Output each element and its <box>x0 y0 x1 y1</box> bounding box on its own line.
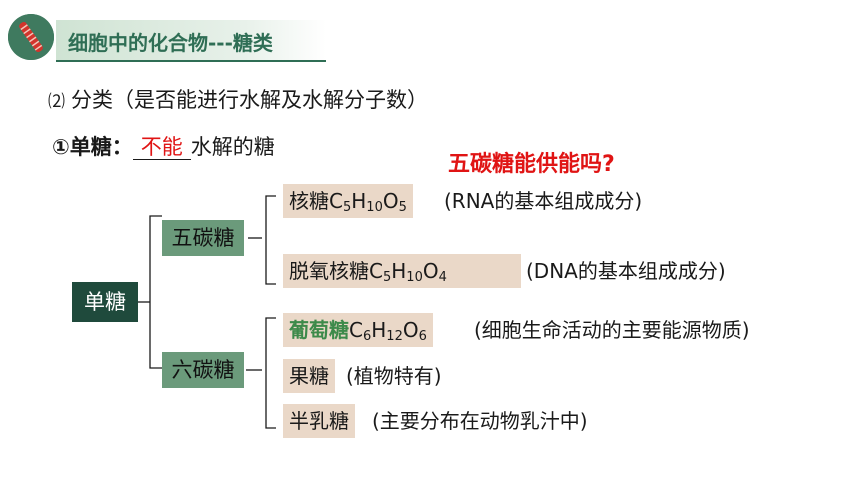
page-title: 细胞中的化合物---糖类 <box>68 31 273 55</box>
ribose-note: (RNA的基本组成成分) <box>444 189 643 213</box>
monosaccharide-definition: ①单糖：不能水解的糖 <box>52 131 275 161</box>
deoxyribose-name: 脱氧核糖 <box>289 259 369 283</box>
galactose-box: 半乳糖 <box>283 404 355 438</box>
ribose-name: 核糖 <box>289 189 329 213</box>
fructose-note: (植物特有) <box>346 364 442 388</box>
question-text: 五碳糖能供能吗? <box>448 152 615 177</box>
dna-logo-icon <box>8 14 54 60</box>
header-underline <box>56 60 326 62</box>
deoxyribose-box: 脱氧核糖C5H10O4 <box>283 254 521 288</box>
fill-blank-answer: 不能 <box>132 135 191 160</box>
monosaccharide-label: ①单糖： <box>52 135 133 159</box>
pentose-box: 五碳糖 <box>162 220 244 256</box>
deoxyribose-note: (DNA的基本组成成分) <box>526 259 726 283</box>
ribose-box: 核糖C5H10O5 <box>283 184 413 218</box>
subtitle-number: ⑵ <box>48 92 65 112</box>
galactose-note: (主要分布在动物乳汁中) <box>372 409 588 433</box>
glucose-name: 葡萄糖 <box>289 318 349 342</box>
header-bar <box>56 20 326 60</box>
subtitle-text: 分类（是否能进行水解及水解分子数） <box>71 88 428 112</box>
fructose-box: 果糖 <box>283 359 335 393</box>
glucose-box: 葡萄糖C6H12O6 <box>283 313 433 347</box>
glucose-formula: C6H12O6 <box>349 318 427 344</box>
hexose-box: 六碳糖 <box>162 352 244 388</box>
root-monosaccharide-box: 单糖 <box>72 282 138 322</box>
section-subtitle: ⑵ 分类（是否能进行水解及水解分子数） <box>48 84 428 114</box>
glucose-note: (细胞生命活动的主要能源物质) <box>474 318 750 342</box>
monosaccharide-suffix: 水解的糖 <box>190 135 275 159</box>
deoxyribose-formula: C5H10O4 <box>369 259 447 285</box>
ribose-formula: C5H10O5 <box>329 189 407 215</box>
